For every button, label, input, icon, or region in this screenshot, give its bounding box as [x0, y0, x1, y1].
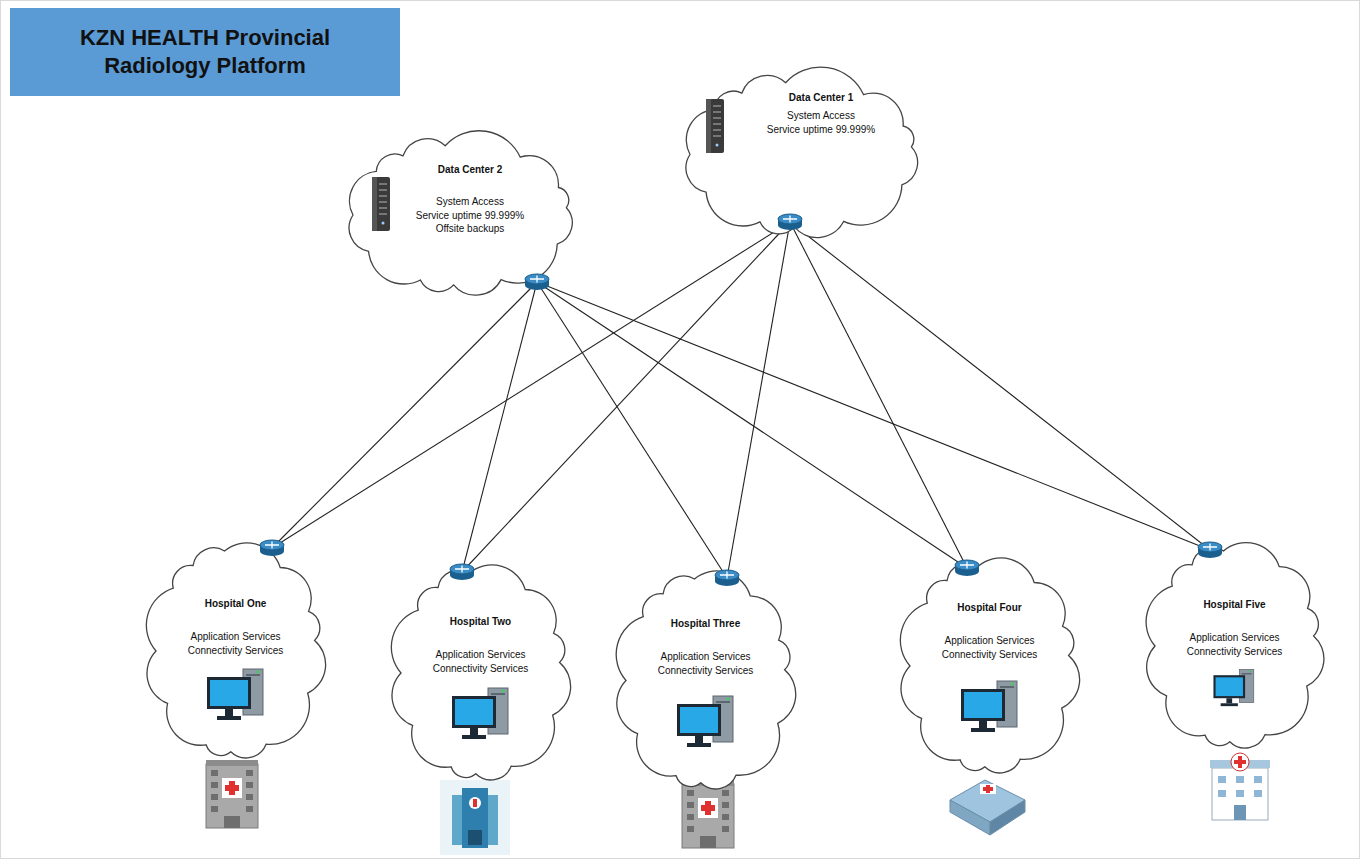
node-heading: Hospital Two — [399, 615, 562, 629]
router-icon — [776, 211, 804, 233]
node-heading: Data Center 2 — [383, 163, 557, 177]
router-icon — [523, 271, 551, 293]
node-service-line: Connectivity Services — [908, 648, 1071, 662]
router-icon — [713, 567, 741, 589]
hospital-building — [1210, 753, 1270, 820]
node-heading: Hospital Four — [908, 601, 1071, 615]
node-text-block: Data Center 1 System AccessService uptime… — [730, 91, 912, 136]
node-service-line: Connectivity Services — [399, 662, 562, 676]
node-text-block: Hospital OneApplication ServicesConnecti… — [154, 597, 317, 657]
node-service-line: Connectivity Services — [154, 644, 317, 658]
hospital-cloud: Hospital FiveApplication ServicesConnect… — [1145, 540, 1324, 752]
node-text-block: Hospital FiveApplication ServicesConnect… — [1153, 598, 1316, 658]
network-link — [272, 282, 537, 548]
hospital-cloud: Hospital FourApplication ServicesConnect… — [900, 555, 1079, 777]
node-text-block: Hospital FourApplication ServicesConnect… — [908, 601, 1071, 661]
node-service-line: System Access — [730, 109, 912, 123]
node-service-line: Connectivity Services — [1153, 645, 1316, 659]
title-banner: KZN HEALTH Provincial Radiology Platform — [10, 8, 400, 96]
node-service-line: Application Services — [1153, 631, 1316, 645]
node-text-block: Hospital TwoApplication ServicesConnecti… — [399, 615, 562, 675]
node-text-block: Data Center 2 System AccessService uptime… — [383, 163, 557, 236]
node-heading: Hospital Five — [1153, 598, 1316, 612]
network-link — [790, 222, 967, 568]
data-center-cloud: Data Center 1 System AccessService uptime… — [680, 72, 922, 237]
hospital-cloud: Hospital ThreeApplication ServicesConnec… — [616, 568, 795, 793]
network-link — [537, 282, 967, 568]
node-service-line: Service uptime 99.999% — [730, 123, 912, 137]
cloud-outline — [616, 568, 795, 793]
node-service-line: Service uptime 99.999% — [383, 209, 557, 223]
computer-icon — [675, 694, 737, 750]
server-icon — [368, 175, 394, 233]
computer-icon — [1212, 668, 1257, 708]
network-link — [537, 282, 1210, 550]
router-icon — [258, 537, 286, 559]
network-link — [537, 282, 727, 578]
node-service-line: Application Services — [624, 650, 787, 664]
data-center-cloud: Data Center 2 System AccessService uptime… — [343, 135, 577, 295]
cloud-outline — [900, 555, 1079, 777]
computer-icon — [450, 686, 512, 742]
computer-icon — [959, 679, 1021, 735]
node-service-line: Offsite backups — [383, 222, 557, 236]
computer-icon — [205, 667, 267, 723]
hospital-building — [950, 780, 1025, 835]
node-service-line: Application Services — [154, 630, 317, 644]
router-icon — [1196, 539, 1224, 561]
hospital-cloud: Hospital TwoApplication ServicesConnecti… — [391, 562, 570, 784]
router-icon — [448, 561, 476, 583]
hospital-building — [440, 780, 510, 855]
network-link — [727, 222, 790, 578]
network-link — [790, 222, 1210, 550]
hospital-building — [682, 780, 734, 848]
network-link — [462, 282, 537, 572]
hospital-cloud: Hospital OneApplication ServicesConnecti… — [146, 540, 325, 762]
server-icon — [702, 97, 728, 155]
router-icon — [953, 557, 981, 579]
hospital-building — [206, 760, 258, 828]
node-service-line: Application Services — [399, 648, 562, 662]
node-text-block: Hospital ThreeApplication ServicesConnec… — [624, 617, 787, 677]
node-heading: Hospital One — [154, 597, 317, 611]
node-service-line: System Access — [383, 195, 557, 209]
node-heading: Hospital Three — [624, 617, 787, 631]
title-text: KZN HEALTH Provincial Radiology Platform — [40, 24, 370, 80]
node-service-line: Application Services — [908, 634, 1071, 648]
node-heading: Data Center 1 — [730, 91, 912, 105]
node-service-line: Connectivity Services — [624, 664, 787, 678]
